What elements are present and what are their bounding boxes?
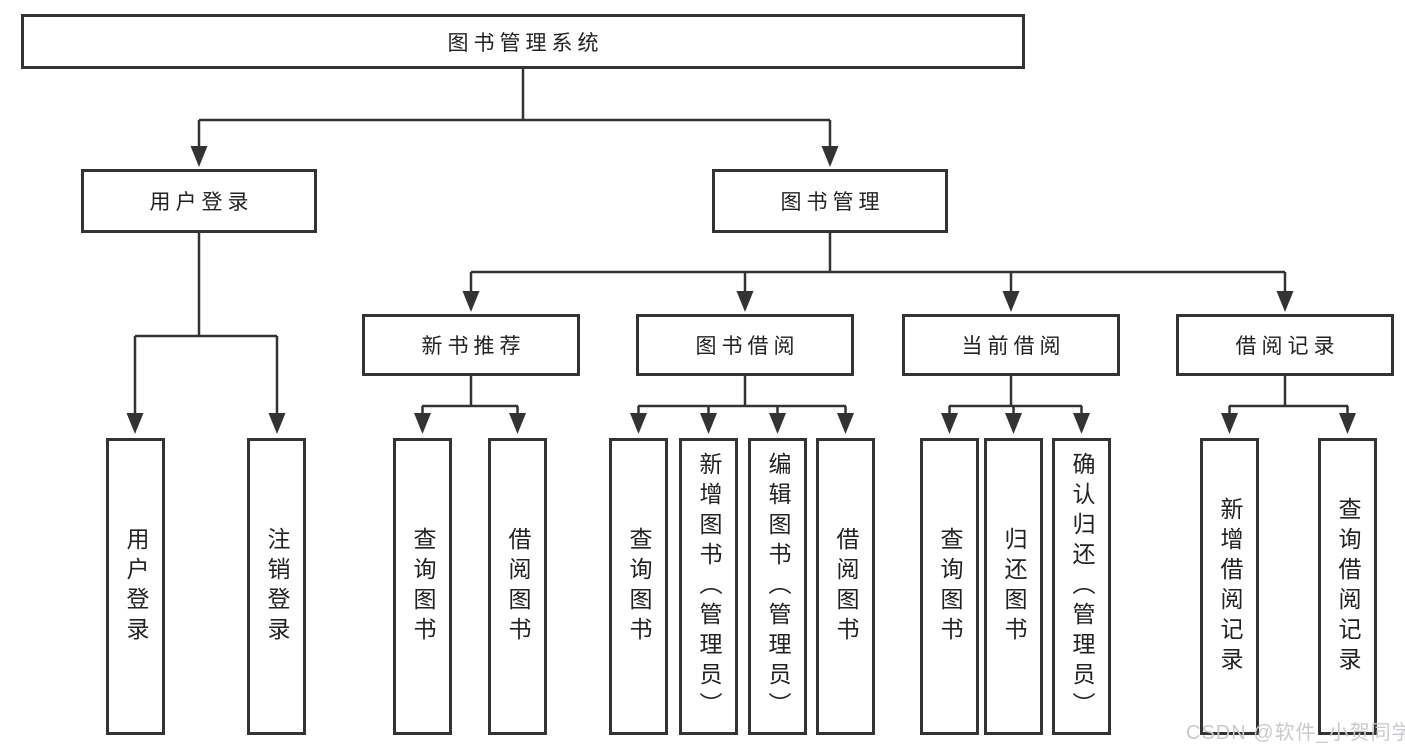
node-label: 确认归还（管理员） <box>1069 451 1095 722</box>
node-leaf-query-books-current: 查询图书 <box>920 438 979 735</box>
node-label: 新增借阅记录 <box>1217 496 1243 677</box>
node-label: 查询图书 <box>937 526 963 647</box>
node-label: 查询借阅记录 <box>1335 496 1361 677</box>
node-label: 查询图书 <box>410 526 436 647</box>
node-label: 借阅图书 <box>833 526 859 647</box>
csdn-watermark: CSDN @软件_小贺同学 <box>1186 722 1405 744</box>
node-label: 图书管理系统 <box>447 31 604 55</box>
node-book-management: 图书管理 <box>712 169 948 233</box>
node-label: 用户登录 <box>149 191 254 214</box>
node-leaf-query-books-recommend: 查询图书 <box>393 438 452 735</box>
node-leaf-query-borrow-record: 查询借阅记录 <box>1318 438 1377 735</box>
node-label: 新书推荐 <box>421 335 526 358</box>
node-user-login: 用户登录 <box>81 169 317 233</box>
node-leaf-borrow-books: 借阅图书 <box>816 438 875 735</box>
node-leaf-return-books: 归还图书 <box>984 438 1043 735</box>
node-new-book-recommendation: 新书推荐 <box>362 314 580 376</box>
node-label: 编辑图书（管理员） <box>765 451 791 722</box>
node-label: 查询图书 <box>626 526 652 647</box>
node-leaf-add-books-admin: 新增图书（管理员） <box>679 438 738 735</box>
node-library-management-system: 图书管理系统 <box>21 14 1025 69</box>
node-leaf-borrow-books-recommend: 借阅图书 <box>488 438 547 735</box>
node-borrowing-records: 借阅记录 <box>1176 314 1394 376</box>
node-current-borrowing: 当前借阅 <box>902 314 1120 376</box>
node-label: 借阅图书 <box>505 526 531 647</box>
node-label: 新增图书（管理员） <box>696 451 722 722</box>
node-leaf-query-books-borrow: 查询图书 <box>609 438 668 735</box>
node-leaf-logout: 注销登录 <box>247 438 306 735</box>
node-label: 图书管理 <box>780 191 885 214</box>
node-leaf-confirm-return-admin: 确认归还（管理员） <box>1052 438 1111 735</box>
node-label: 归还图书 <box>1001 526 1027 647</box>
node-label: 当前借阅 <box>961 335 1066 358</box>
node-label: 借阅记录 <box>1235 335 1340 358</box>
node-book-borrowing: 图书借阅 <box>636 314 854 376</box>
node-label: 注销登录 <box>264 526 290 647</box>
node-leaf-user-login: 用户登录 <box>106 438 165 735</box>
node-label: 图书借阅 <box>695 335 800 358</box>
node-label: 用户登录 <box>123 526 149 647</box>
node-leaf-add-borrow-record: 新增借阅记录 <box>1200 438 1259 735</box>
node-leaf-edit-books-admin: 编辑图书（管理员） <box>748 438 807 735</box>
